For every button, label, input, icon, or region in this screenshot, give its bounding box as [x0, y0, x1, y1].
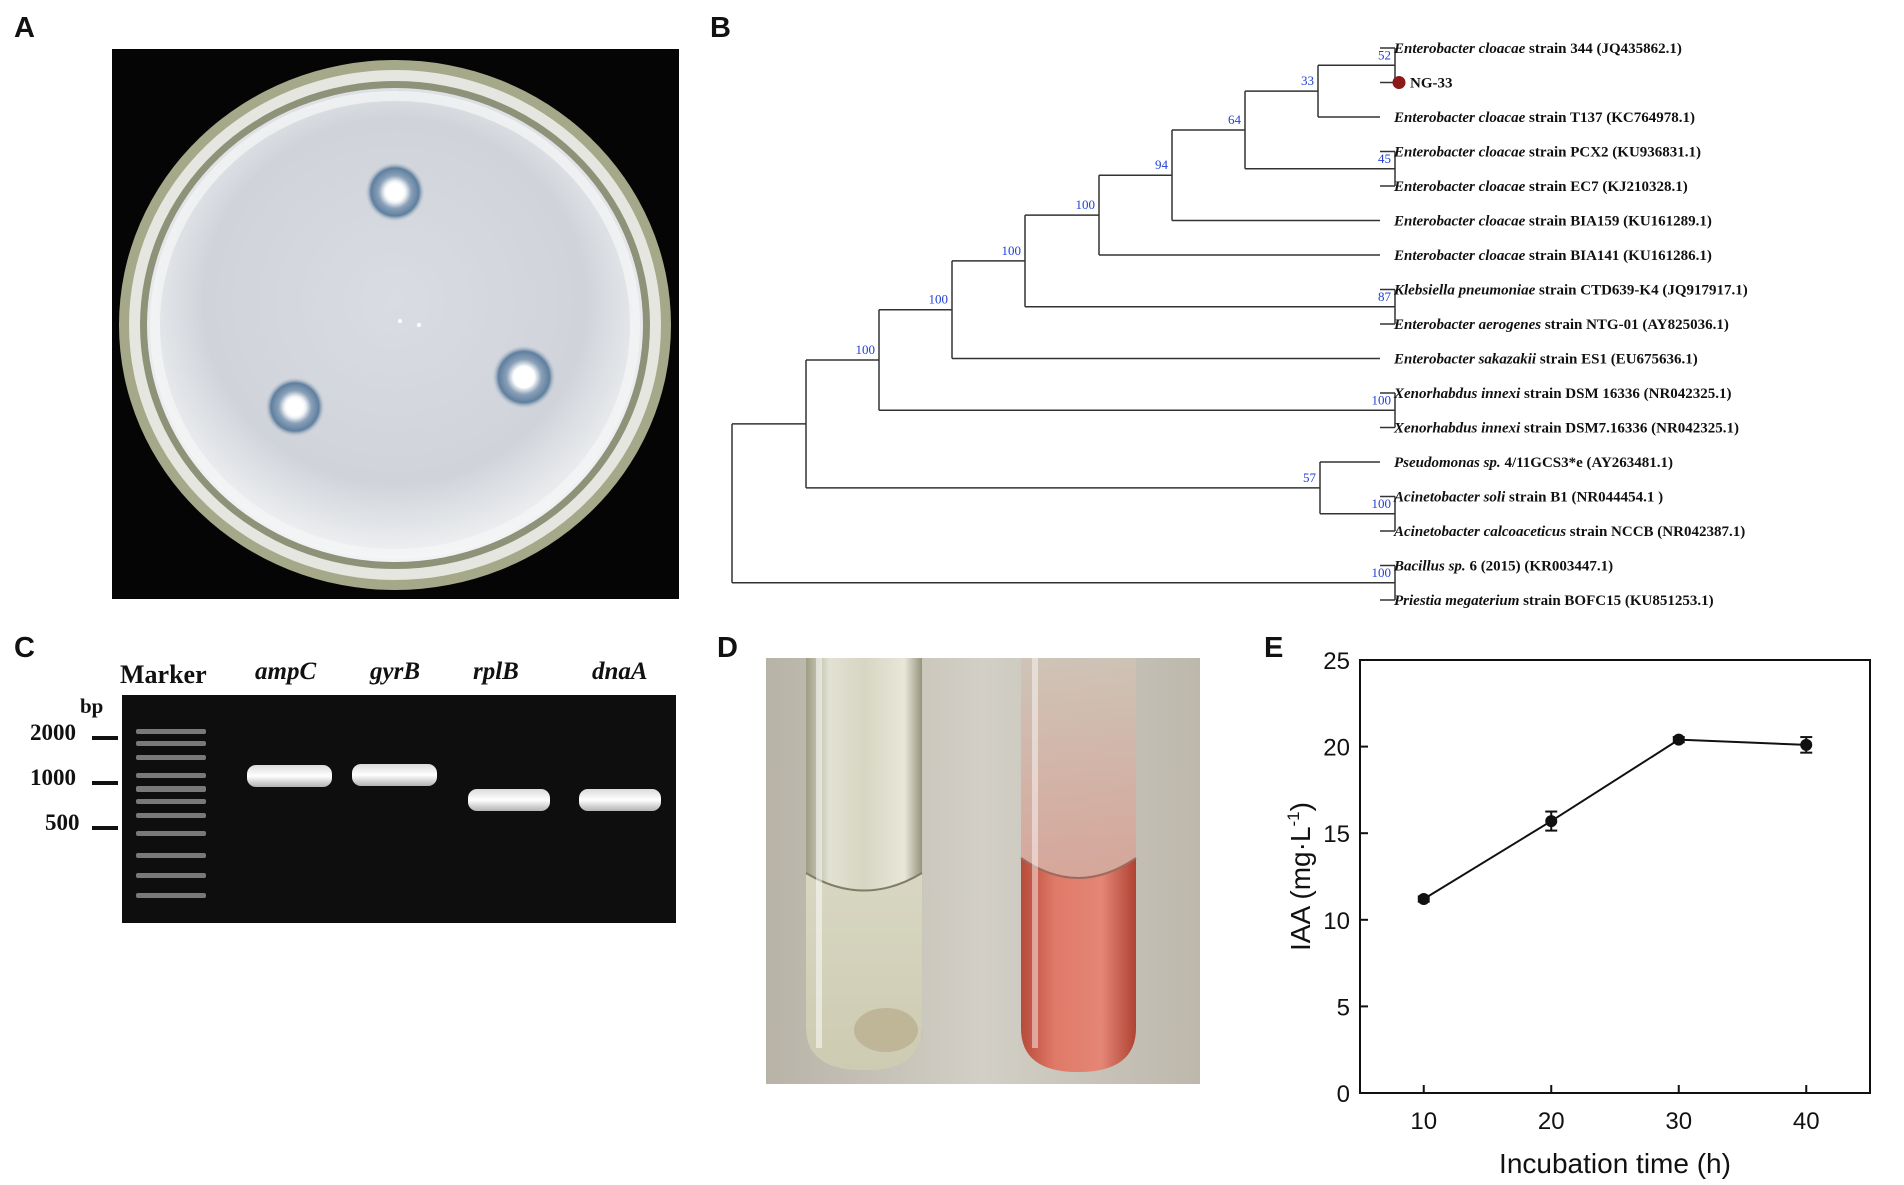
data-point: [1800, 738, 1813, 751]
x-tick-label: 10: [1410, 1108, 1437, 1135]
taxon-label: Enterobacter cloacae strain EC7 (KJ21032…: [1393, 179, 1688, 195]
taxon-label: Pseudomonas sp. 4/11GCS3*e (AY263481.1): [1394, 455, 1673, 471]
y-tick-label: 20: [1323, 735, 1350, 762]
bootstrap-value: 100: [1076, 197, 1096, 212]
bp-unit-label: bp: [80, 694, 104, 718]
data-point: [1417, 893, 1430, 906]
taxon-label: Klebsiella pneumoniae strain CTD639-K4 (…: [1393, 283, 1748, 299]
data-point: [1672, 733, 1685, 746]
gel-lane-label: ampC: [255, 658, 317, 685]
x-axis-label: Incubation time (h): [1499, 1148, 1731, 1179]
bootstrap-value: 100: [1372, 496, 1392, 511]
size-label-2000: 2000: [30, 720, 76, 745]
taxon-label: Enterobacter sakazakii strain ES1 (EU675…: [1393, 352, 1698, 368]
plot-frame: [1359, 659, 1871, 1094]
y-tick-label: 0: [1337, 1081, 1350, 1108]
bootstrap-value: 100: [929, 292, 949, 307]
gel-image: [122, 695, 676, 923]
panel-label-d: D: [717, 632, 738, 664]
gel-lane-label: dnaA: [592, 658, 648, 685]
bootstrap-value: 100: [1372, 392, 1392, 407]
y-tick-label: 25: [1323, 648, 1350, 675]
bootstrap-value: 52: [1378, 47, 1391, 62]
y-tick-label: 10: [1323, 908, 1350, 935]
x-tick-label: 40: [1793, 1108, 1820, 1135]
taxon-label: NG-33: [1410, 76, 1453, 92]
panel-label-b: B: [710, 12, 731, 44]
data-point: [1545, 815, 1558, 828]
taxon-label: Enterobacter cloacae strain PCX2 (KU9368…: [1393, 145, 1701, 161]
y-tick-label: 5: [1337, 994, 1350, 1021]
taxon-label: Enterobacter cloacae strain BIA159 (KU16…: [1393, 214, 1712, 230]
taxon-label: Acinetobacter calcoaceticus strain NCCB …: [1393, 524, 1745, 540]
gel-marker-label: Marker: [120, 660, 207, 689]
size-label-500: 500: [45, 810, 80, 835]
bootstrap-value: 64: [1228, 112, 1242, 127]
y-axis-label: IAA (mg·L-1): [1284, 802, 1316, 951]
taxon-label: Xenorhabdus innexi strain DSM7.16336 (NR…: [1393, 421, 1739, 437]
query-strain-marker-icon: [1392, 76, 1406, 89]
taxon-label: Enterobacter cloacae strain BIA141 (KU16…: [1393, 248, 1712, 264]
data-series-line: [1423, 738, 1807, 900]
bootstrap-value: 57: [1303, 470, 1317, 485]
taxon-label: Xenorhabdus innexi strain DSM 16336 (NR0…: [1393, 386, 1732, 402]
taxon-label: Bacillus sp. 6 (2015) (KR003447.1): [1393, 559, 1613, 575]
gel-lane-label: gyrB: [370, 658, 420, 685]
taxon-label: Enterobacter cloacae strain 344 (JQ43586…: [1393, 41, 1682, 57]
taxon-label: Enterobacter aerogenes strain NTG-01 (AY…: [1393, 317, 1729, 333]
bootstrap-value: 87: [1378, 289, 1392, 304]
taxon-label: Priestia megaterium strain BOFC15 (KU851…: [1394, 593, 1714, 609]
size-tick: [92, 826, 118, 830]
panel-label-a: A: [14, 12, 35, 44]
bootstrap-value: 100: [1002, 243, 1022, 258]
size-tick: [92, 781, 118, 785]
bootstrap-value: 94: [1155, 157, 1169, 172]
size-label-1000: 1000: [30, 765, 76, 790]
panel-label-c: C: [14, 632, 35, 664]
x-tick-label: 30: [1665, 1108, 1692, 1135]
taxon-label: Enterobacter cloacae strain T137 (KC7649…: [1393, 110, 1695, 126]
phylogenetic-tree: Enterobacter cloacae strain 344 (JQ43586…: [720, 30, 1900, 630]
panel-label-e: E: [1264, 632, 1284, 664]
bootstrap-value: 45: [1378, 151, 1391, 166]
x-tick-label: 20: [1538, 1108, 1565, 1135]
gel-lane-label: rplB: [473, 658, 519, 685]
y-tick-label: 15: [1323, 821, 1350, 848]
taxon-label: Acinetobacter soli strain B1 (NR044454.1…: [1393, 490, 1663, 506]
petri-dish-photo: [112, 49, 679, 599]
bootstrap-value: 100: [856, 342, 876, 357]
tubes-photo: [766, 658, 1200, 1084]
bootstrap-value: 33: [1301, 73, 1314, 88]
bootstrap-value: 100: [1372, 565, 1392, 580]
size-tick: [92, 736, 118, 740]
